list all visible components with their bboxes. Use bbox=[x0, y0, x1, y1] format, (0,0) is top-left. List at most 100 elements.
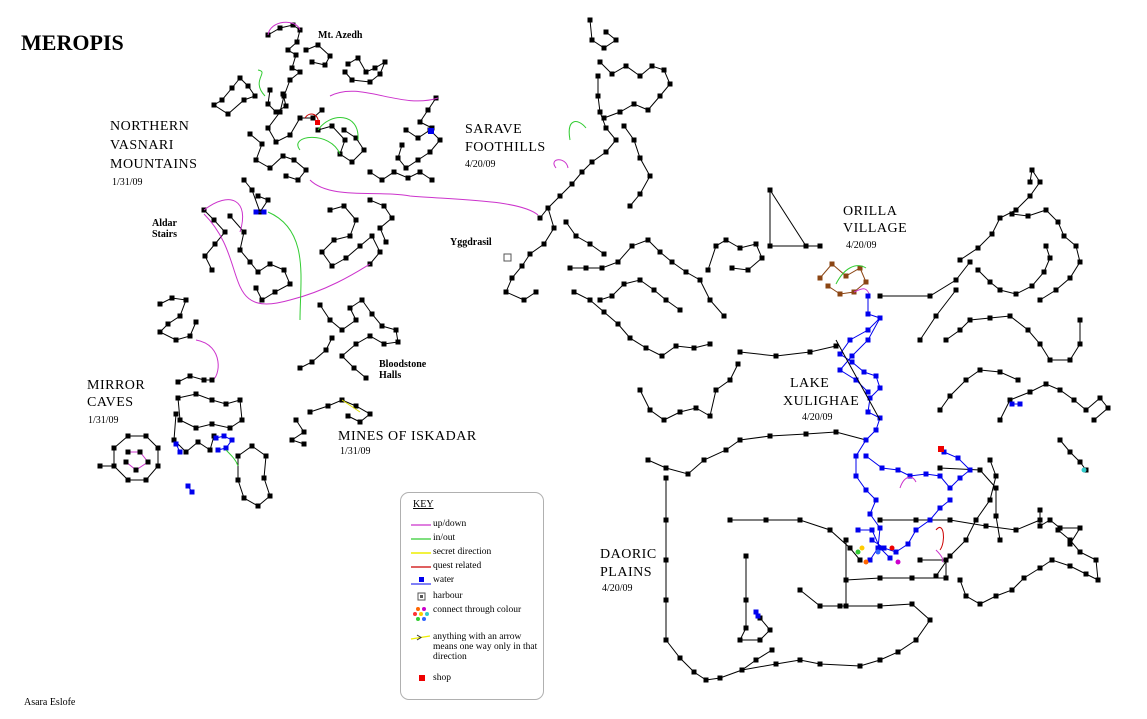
colour-dots-icon bbox=[413, 607, 429, 621]
room bbox=[193, 319, 199, 325]
room bbox=[863, 487, 869, 493]
room bbox=[303, 47, 309, 53]
room bbox=[272, 289, 278, 295]
room bbox=[837, 291, 843, 297]
room bbox=[209, 377, 215, 383]
place-bloodstone-halls: Bloodstone Halls bbox=[379, 359, 427, 381]
map-path bbox=[647, 431, 867, 475]
room bbox=[303, 167, 309, 173]
room bbox=[907, 473, 913, 479]
map-path bbox=[858, 529, 891, 559]
room bbox=[541, 241, 547, 247]
room bbox=[753, 241, 759, 247]
room bbox=[927, 293, 933, 299]
map-path bbox=[290, 419, 305, 445]
room bbox=[993, 513, 999, 519]
map-path bbox=[839, 317, 881, 393]
map-path bbox=[229, 215, 291, 301]
room bbox=[967, 259, 973, 265]
room bbox=[617, 109, 623, 115]
room bbox=[597, 59, 603, 65]
room bbox=[209, 397, 215, 403]
room bbox=[937, 465, 943, 471]
room bbox=[357, 419, 363, 425]
room bbox=[349, 159, 355, 165]
room bbox=[309, 59, 315, 65]
room bbox=[829, 261, 835, 267]
room bbox=[1067, 275, 1073, 281]
room bbox=[295, 177, 301, 183]
room bbox=[1029, 167, 1035, 173]
room bbox=[382, 59, 388, 65]
room bbox=[367, 197, 373, 203]
room bbox=[589, 159, 595, 165]
room bbox=[290, 22, 296, 28]
room bbox=[767, 627, 773, 633]
room bbox=[657, 93, 663, 99]
room bbox=[691, 669, 697, 675]
map-path bbox=[880, 519, 1041, 531]
room bbox=[657, 249, 663, 255]
room bbox=[1037, 523, 1043, 529]
room bbox=[389, 215, 395, 221]
map-path bbox=[639, 363, 739, 421]
room bbox=[739, 667, 745, 673]
room bbox=[797, 517, 803, 523]
up-down-connector bbox=[899, 476, 917, 489]
map-path bbox=[573, 291, 711, 357]
room bbox=[869, 527, 875, 533]
room bbox=[227, 425, 233, 431]
room bbox=[895, 467, 901, 473]
room bbox=[937, 407, 943, 413]
room bbox=[661, 67, 667, 73]
room bbox=[237, 397, 243, 403]
map-path bbox=[945, 315, 1081, 361]
room bbox=[249, 443, 255, 449]
room bbox=[865, 293, 871, 299]
room bbox=[545, 205, 551, 211]
room bbox=[1073, 243, 1079, 249]
room bbox=[293, 52, 299, 58]
room bbox=[1029, 283, 1035, 289]
room bbox=[533, 289, 539, 295]
room bbox=[185, 483, 191, 489]
room bbox=[283, 103, 289, 109]
room bbox=[187, 373, 193, 379]
room bbox=[721, 313, 727, 319]
region-lake-label-1: LAKE bbox=[790, 376, 830, 391]
room bbox=[211, 102, 217, 108]
room bbox=[287, 132, 293, 138]
room bbox=[703, 677, 709, 683]
room bbox=[627, 203, 633, 209]
room bbox=[403, 165, 409, 171]
room bbox=[137, 449, 143, 455]
room bbox=[637, 277, 643, 283]
room bbox=[967, 317, 973, 323]
room bbox=[1095, 577, 1101, 583]
room bbox=[1025, 327, 1031, 333]
room bbox=[735, 361, 741, 367]
room bbox=[247, 259, 253, 265]
colour-dot bbox=[889, 545, 895, 551]
region-orilla-label-2: VILLAGE bbox=[843, 221, 908, 236]
room bbox=[873, 373, 879, 379]
key-item-water: water bbox=[407, 575, 541, 589]
room bbox=[637, 387, 643, 393]
room bbox=[325, 403, 331, 409]
room bbox=[993, 485, 999, 491]
room bbox=[825, 283, 831, 289]
room bbox=[429, 177, 435, 183]
up-down-connector bbox=[309, 179, 539, 216]
room bbox=[853, 377, 859, 383]
key-item-colour: connect through colour bbox=[407, 605, 541, 629]
room bbox=[247, 131, 253, 137]
room bbox=[913, 527, 919, 533]
room bbox=[603, 149, 609, 155]
room bbox=[729, 265, 735, 271]
room bbox=[213, 435, 219, 441]
room bbox=[663, 517, 669, 523]
room bbox=[361, 147, 367, 153]
room bbox=[927, 617, 933, 623]
room bbox=[975, 267, 981, 273]
map-path bbox=[739, 345, 837, 357]
